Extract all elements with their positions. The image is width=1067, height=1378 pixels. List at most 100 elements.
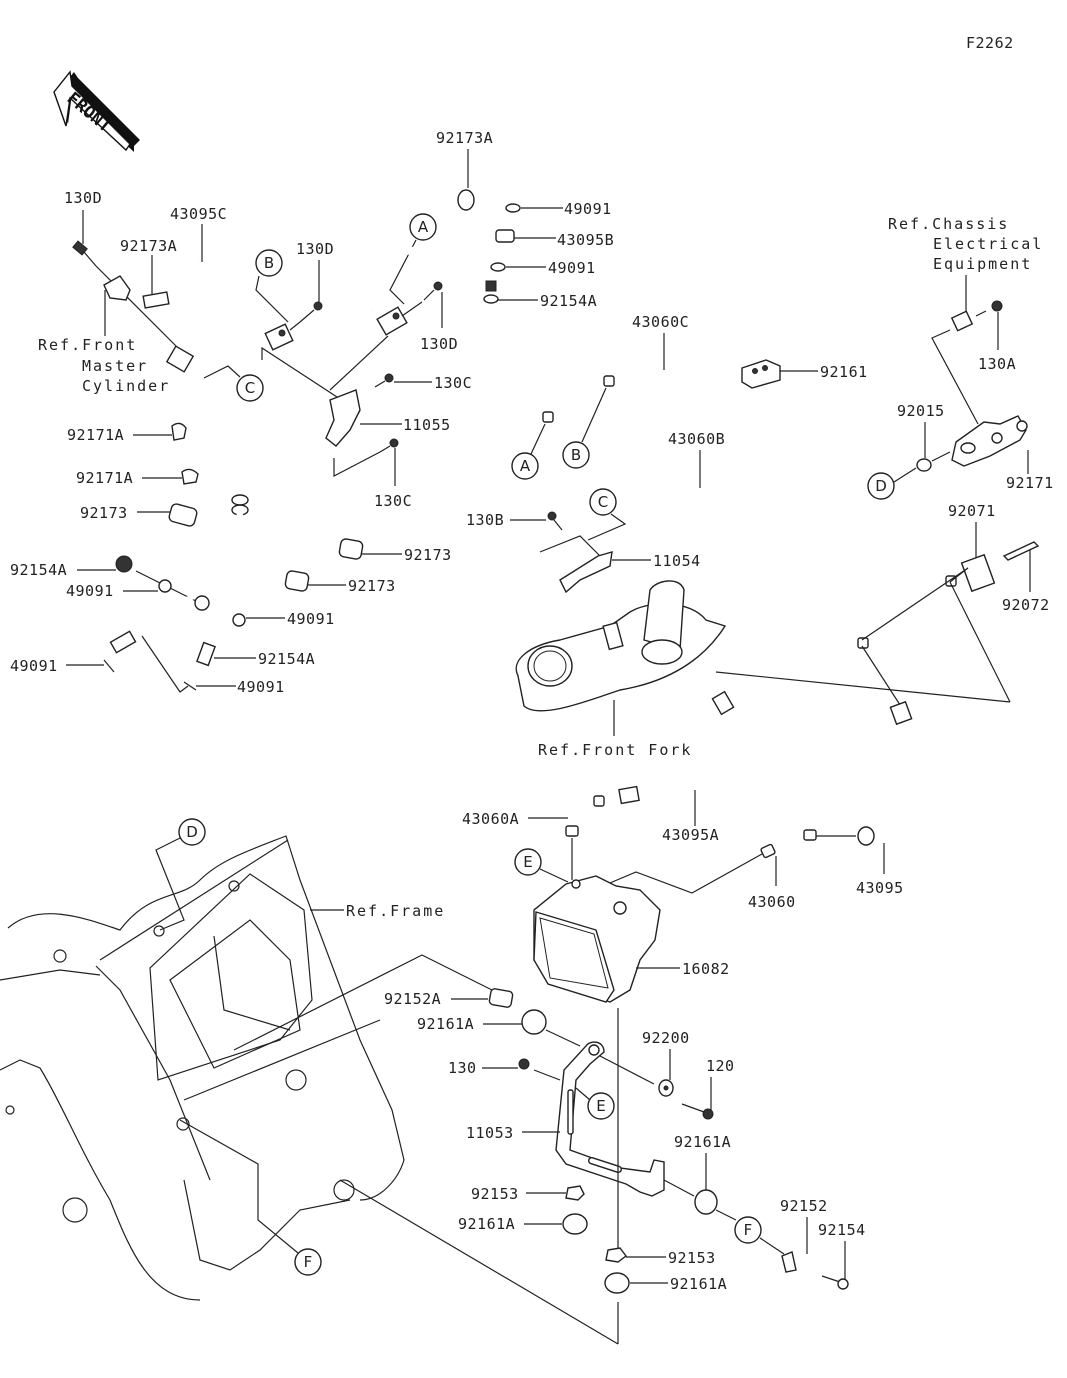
- part-label-92171A: 92171A: [76, 469, 133, 487]
- bolt-icon: [681, 1103, 714, 1120]
- label-tag: [142, 291, 170, 309]
- callout-C-label: C: [245, 379, 255, 397]
- part-label-11054: 11054: [653, 552, 701, 570]
- banjo-bolt-icon: [115, 555, 133, 573]
- callout-C: [236, 374, 264, 402]
- washer-icon: [505, 203, 521, 213]
- clamp-icon: [168, 503, 198, 527]
- callout-C-label: C: [598, 493, 608, 511]
- clamp-icon: [284, 570, 310, 592]
- ref-frame: Ref.Frame: [346, 902, 445, 920]
- part-label-92152: 92152: [780, 1197, 828, 1215]
- part-label-92154A: 92154A: [10, 561, 67, 579]
- part-label-43060A: 43060A: [462, 810, 519, 828]
- clip-icon: [171, 422, 187, 441]
- grommet-icon: [694, 1189, 718, 1215]
- banjo-bolt-icon: [483, 280, 499, 304]
- pipe-nut: [542, 411, 554, 423]
- bolt-icon: [72, 240, 97, 267]
- part-label-92161A: 92161A: [417, 1015, 474, 1033]
- callout-E: [587, 1092, 615, 1120]
- clip-icon: [181, 468, 199, 485]
- figure-id: F2262: [966, 34, 1014, 52]
- pipe-nut: [803, 829, 817, 841]
- bracket-11053: [555, 1041, 665, 1197]
- hose-fitting: [711, 690, 735, 716]
- part-label-92173: 92173: [80, 504, 128, 522]
- callout-A: [511, 452, 539, 480]
- part-label-130A: 130A: [978, 355, 1016, 373]
- bolt-icon: [374, 373, 394, 388]
- part-label-120: 120: [706, 1057, 735, 1075]
- part-label-130D: 130D: [64, 189, 102, 207]
- bolt-icon: [547, 511, 563, 531]
- ref-front-fork: Ref.Front Fork: [538, 741, 692, 759]
- callout-C: [589, 488, 617, 516]
- part-label-43060B: 43060B: [668, 430, 725, 448]
- bracket-11054: [559, 551, 613, 594]
- part-label-130D: 130D: [296, 240, 334, 258]
- ref-front-master-cylinder-1: Ref.Front: [38, 336, 137, 354]
- part-label-92161A: 92161A: [674, 1133, 731, 1151]
- banjo-fitting: [109, 630, 137, 654]
- part-label-92071: 92071: [948, 502, 996, 520]
- bolt-icon: [423, 281, 443, 301]
- callout-F-label: F: [744, 1221, 753, 1239]
- pipe-clamp: [376, 306, 408, 336]
- part-label-43060C: 43060C: [632, 313, 689, 331]
- ref-chassis-2: Electrical: [933, 235, 1043, 253]
- pipe-nut: [565, 825, 579, 837]
- master-cylinder-bracket: [103, 275, 131, 301]
- grommet-icon: [604, 1272, 630, 1294]
- washer-icon: [158, 579, 172, 593]
- part-label-49091: 49091: [66, 582, 114, 600]
- part-label-11053: 11053: [466, 1124, 514, 1142]
- part-label-92153: 92153: [668, 1249, 716, 1267]
- callout-D-label: D: [875, 477, 887, 495]
- part-label-130C: 130C: [374, 492, 412, 510]
- bolt-icon: [379, 438, 399, 453]
- part-label-92161A: 92161A: [458, 1215, 515, 1233]
- part-label-49091: 49091: [564, 200, 612, 218]
- callout-B-label: B: [264, 254, 274, 272]
- part-label-92173: 92173: [404, 546, 452, 564]
- part-label-43095B: 43095B: [557, 231, 614, 249]
- clamp-icon: [338, 538, 364, 560]
- ref-chassis-3: Equipment: [933, 255, 1032, 273]
- washer-icon: [490, 262, 506, 272]
- callout-F-label: F: [304, 1253, 313, 1271]
- grommet-92071: [960, 553, 996, 593]
- bolt-icon: [991, 300, 1003, 312]
- pipe-nut: [593, 795, 605, 807]
- front-direction-arrow: FRONT: [53, 70, 140, 152]
- frame-structure: [0, 835, 405, 1301]
- part-label-92015: 92015: [897, 402, 945, 420]
- part-label-49091: 49091: [237, 678, 285, 696]
- part-label-92154: 92154: [818, 1221, 866, 1239]
- part-label-16082: 16082: [682, 960, 730, 978]
- nut-icon: [605, 1247, 627, 1263]
- collar-icon: [916, 458, 932, 472]
- part-label-49091: 49091: [548, 259, 596, 277]
- callout-D: [867, 472, 895, 500]
- banjo-bolt-icon: [196, 641, 216, 667]
- pipe-clamp: [264, 323, 294, 351]
- part-label-92173: 92173: [348, 577, 396, 595]
- part-label-92161A: 92161A: [670, 1275, 727, 1293]
- part-label-92152A: 92152A: [384, 990, 441, 1008]
- callout-E-label: E: [523, 853, 532, 871]
- part-label-43095C: 43095C: [170, 205, 227, 223]
- callout-E-label: E: [596, 1097, 605, 1115]
- grommet-icon: [521, 1009, 547, 1035]
- bracket-11055: [325, 389, 361, 447]
- part-label-43095A: 43095A: [662, 826, 719, 844]
- callout-D-label: D: [186, 823, 198, 841]
- callout-B: [562, 441, 590, 469]
- banjo-fitting: [194, 595, 210, 611]
- clip-92072: [1002, 541, 1040, 561]
- bolt-icon: [299, 301, 323, 323]
- part-label-130C: 130C: [434, 374, 472, 392]
- callout-F: [294, 1248, 322, 1276]
- part-label-11055: 11055: [403, 416, 451, 434]
